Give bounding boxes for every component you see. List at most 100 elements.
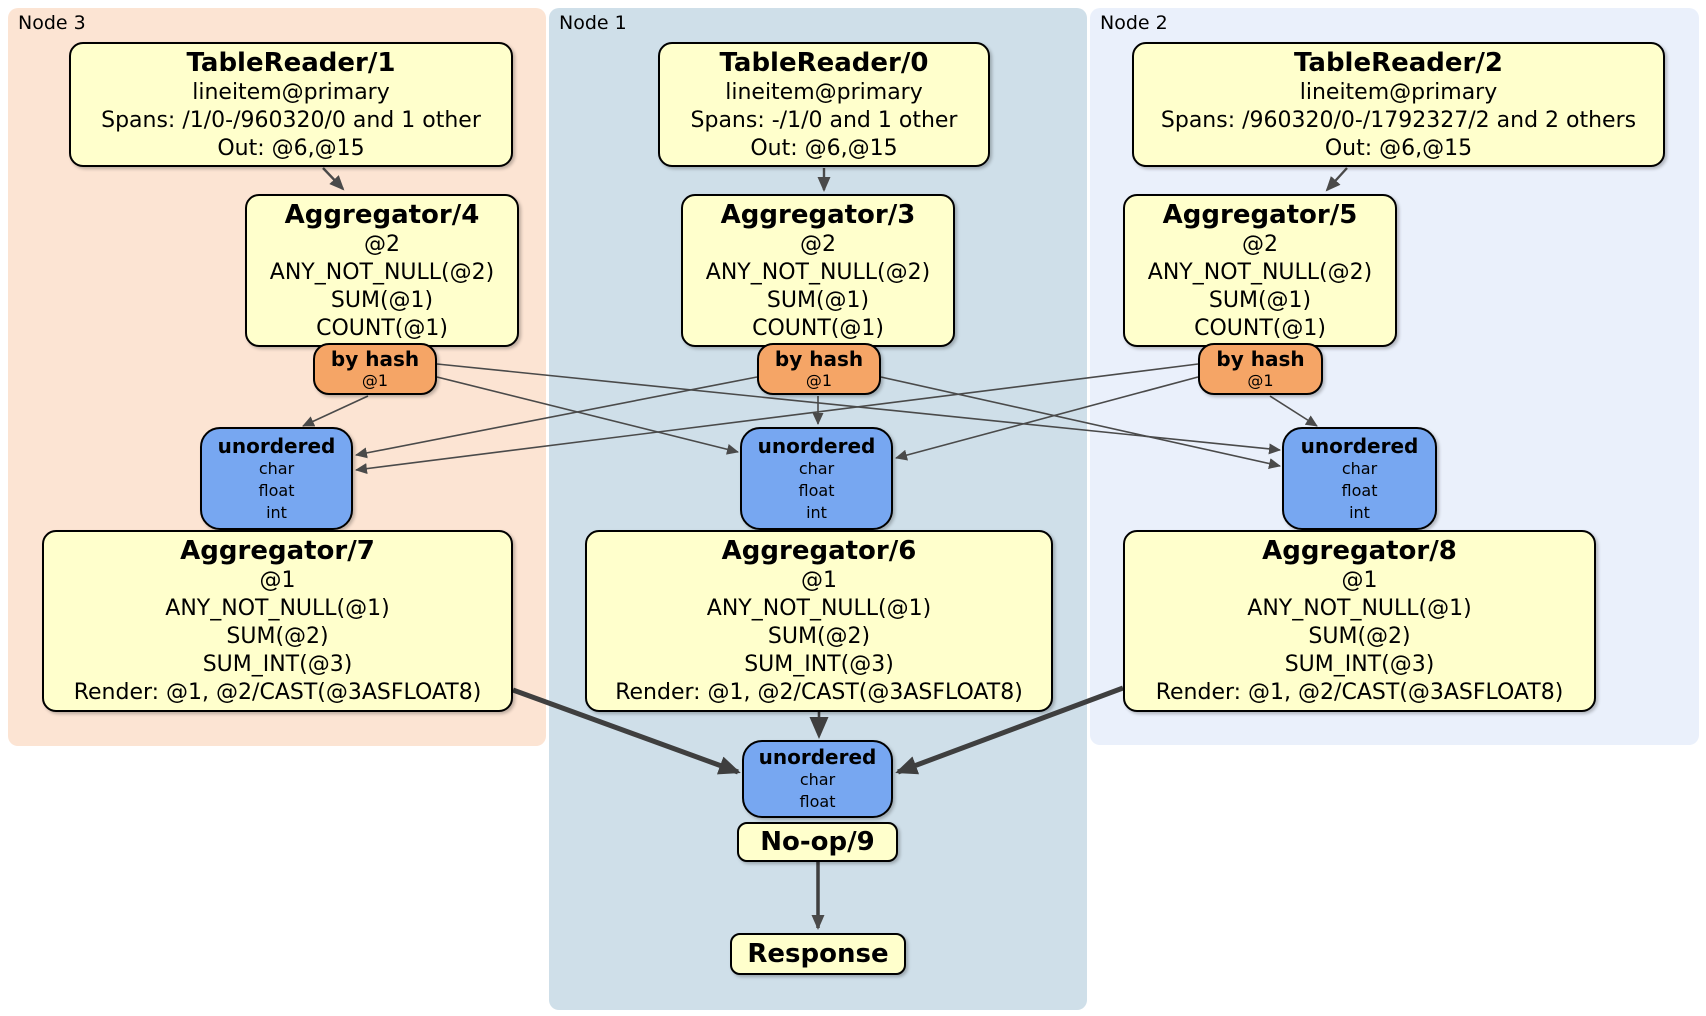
box-aggregator-6: Aggregator/6 @1 ANY_NOT_NULL(@1) SUM(@2)… xyxy=(585,530,1053,712)
sync-unordered-node2: unordered char float int xyxy=(1282,427,1437,530)
box-line: @2 xyxy=(800,231,836,257)
box-line: SUM(@1) xyxy=(766,287,870,313)
box-line: lineitem@primary xyxy=(1299,79,1498,105)
edge-h3-u3 xyxy=(302,395,369,427)
box-line: lineitem@primary xyxy=(192,79,390,105)
box-line: ANY_NOT_NULL(@2) xyxy=(705,259,931,285)
box-tablereader-1: TableReader/1 lineitem@primary Spans: /1… xyxy=(69,42,513,167)
box-line: SUM(@2) xyxy=(1308,624,1411,649)
stream-col: int xyxy=(1349,502,1370,522)
box-aggregator-7: Aggregator/7 @1 ANY_NOT_NULL(@1) SUM(@2)… xyxy=(42,530,513,712)
sync-unordered-node1: unordered char float int xyxy=(740,427,893,530)
box-line: Out: @6,@15 xyxy=(750,135,898,161)
sync-unordered-node3: unordered char float int xyxy=(200,427,353,530)
box-line: @2 xyxy=(364,231,400,257)
box-line: @1 xyxy=(259,568,296,593)
edge-h3-u1 xyxy=(436,376,739,455)
box-title: Aggregator/5 xyxy=(1162,199,1358,230)
stream-col: float xyxy=(799,792,836,811)
stream-col: float xyxy=(258,480,295,500)
router-title: by hash xyxy=(330,346,420,371)
box-line: Spans: /1/0-/960320/0 and 1 other xyxy=(101,107,481,133)
router-key: @1 xyxy=(1247,370,1274,390)
box-tablereader-2: TableReader/2 lineitem@primary Spans: /9… xyxy=(1132,42,1665,167)
box-line: SUM(@2) xyxy=(226,624,329,649)
box-noop-9: No-op/9 xyxy=(737,822,898,862)
box-line: COUNT(@1) xyxy=(752,315,884,341)
box-tablereader-0: TableReader/0 lineitem@primary Spans: -/… xyxy=(658,42,990,167)
box-line: Render: @1, @2/CAST(@3ASFLOAT8) xyxy=(73,680,482,705)
panel-node1-label: Node 1 xyxy=(559,12,627,34)
box-line: SUM_INT(@3) xyxy=(744,652,894,677)
stream-col: int xyxy=(266,502,287,522)
router-by-hash-node3: by hash @1 xyxy=(313,343,437,395)
box-title: Aggregator/6 xyxy=(721,536,917,566)
stream-col: char xyxy=(799,770,836,789)
box-title: No-op/9 xyxy=(760,827,875,857)
box-line: ANY_NOT_NULL(@1) xyxy=(1247,596,1472,621)
edge-h2-u2 xyxy=(1269,395,1318,427)
edge-h1-u3 xyxy=(355,376,758,459)
box-aggregator-3: Aggregator/3 @2 ANY_NOT_NULL(@2) SUM(@1)… xyxy=(681,194,955,347)
hash-router-mesh xyxy=(302,363,1318,475)
box-line: SUM(@1) xyxy=(1208,287,1312,313)
edge-agg8-ufinal xyxy=(895,685,1124,775)
stream-col: float xyxy=(798,480,835,500)
box-line: Render: @1, @2/CAST(@3ASFLOAT8) xyxy=(615,680,1023,705)
box-aggregator-5: Aggregator/5 @2 ANY_NOT_NULL(@2) SUM(@1)… xyxy=(1123,194,1397,347)
box-aggregator-4: Aggregator/4 @2 ANY_NOT_NULL(@2) SUM(@1)… xyxy=(245,194,519,347)
box-line: Out: @6,@15 xyxy=(1324,135,1473,161)
box-line: COUNT(@1) xyxy=(1194,315,1326,341)
router-key: @1 xyxy=(805,370,833,390)
stream-title: unordered xyxy=(1300,433,1419,458)
box-line: @1 xyxy=(801,568,837,593)
router-by-hash-node1: by hash @1 xyxy=(757,343,881,395)
tablereader-to-aggregator-arrows xyxy=(322,167,1348,192)
box-line: Out: @6,@15 xyxy=(217,135,365,161)
box-line: lineitem@primary xyxy=(725,79,923,105)
box-title: Aggregator/3 xyxy=(720,199,916,230)
panel-node3-label: Node 3 xyxy=(18,12,86,34)
edge-h2-u3 xyxy=(355,363,1199,475)
stream-col: int xyxy=(806,502,827,522)
box-line: ANY_NOT_NULL(@2) xyxy=(1147,259,1373,285)
panel-node2-label: Node 2 xyxy=(1100,12,1168,34)
box-title: Aggregator/4 xyxy=(284,199,480,230)
box-line: @1 xyxy=(1341,568,1378,593)
box-line: @2 xyxy=(1242,231,1278,257)
router-key: @1 xyxy=(361,370,389,390)
edge-h1-u2 xyxy=(880,376,1281,469)
box-title: TableReader/1 xyxy=(186,47,396,78)
box-line: ANY_NOT_NULL(@2) xyxy=(269,259,495,285)
box-line: ANY_NOT_NULL(@1) xyxy=(165,596,390,621)
box-line: Spans: /960320/0-/1792327/2 and 2 others xyxy=(1160,107,1637,133)
edge-h2-u1 xyxy=(895,376,1199,461)
box-title: TableReader/0 xyxy=(719,47,929,78)
box-title: Aggregator/7 xyxy=(180,536,375,566)
box-line: Spans: -/1/0 and 1 other xyxy=(690,107,958,133)
edge-tr2-agg5 xyxy=(1325,167,1348,192)
stream-title: unordered xyxy=(758,745,877,769)
stream-title: unordered xyxy=(757,433,876,458)
stream-col: char xyxy=(1341,458,1378,478)
box-response: Response xyxy=(730,933,906,975)
box-line: SUM(@1) xyxy=(330,287,434,313)
final-stage-arrows xyxy=(512,685,1124,930)
box-line: SUM_INT(@3) xyxy=(1284,652,1435,677)
stream-title: unordered xyxy=(217,433,336,458)
box-title: TableReader/2 xyxy=(1294,47,1503,78)
box-title: Response xyxy=(747,939,889,969)
edge-agg7-ufinal xyxy=(512,687,741,775)
router-title: by hash xyxy=(774,346,864,371)
box-line: SUM(@2) xyxy=(767,624,871,649)
stream-col: char xyxy=(798,458,835,478)
box-line: Render: @1, @2/CAST(@3ASFLOAT8) xyxy=(1155,680,1564,705)
box-aggregator-8: Aggregator/8 @1 ANY_NOT_NULL(@1) SUM(@2)… xyxy=(1123,530,1596,712)
box-line: ANY_NOT_NULL(@1) xyxy=(706,596,932,621)
edge-tr1-agg4 xyxy=(322,167,345,191)
box-title: Aggregator/8 xyxy=(1262,536,1457,566)
router-by-hash-node2: by hash @1 xyxy=(1198,343,1323,395)
stream-col: float xyxy=(1341,480,1378,500)
